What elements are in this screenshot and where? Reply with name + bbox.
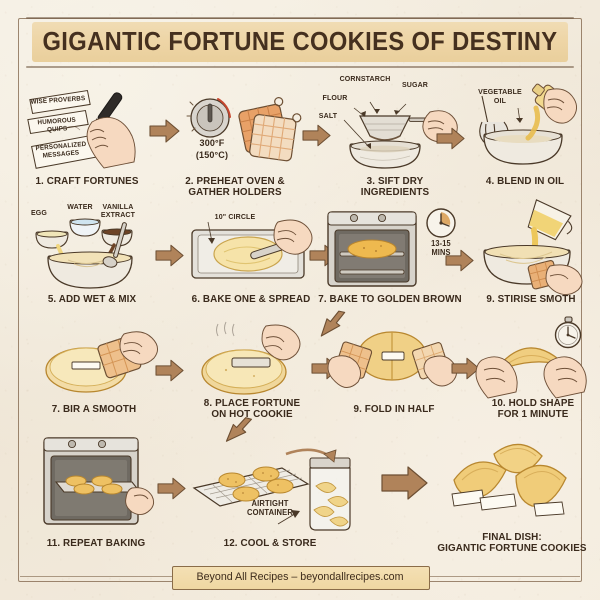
- caption-step-10-line2: FOR 1 MINUTE: [497, 408, 569, 420]
- step-7-illustration: [324, 208, 424, 290]
- caption-step-5: 5. ADD WET & MIX: [47, 293, 137, 305]
- stopwatch-icon: [552, 316, 584, 350]
- timer-clock-icon: [424, 206, 458, 240]
- step-2-illustration: [180, 90, 310, 170]
- caption-step-3-line2: INGREDIENTS: [360, 186, 430, 198]
- step-7b-illustration: [28, 326, 158, 402]
- caption-step-11: 11. REPEAT BAKING: [46, 537, 146, 549]
- label-temperature-c: (150°C): [195, 150, 229, 161]
- label-sugar: SUGAR: [401, 80, 429, 89]
- arrow-2-to-3: [302, 124, 331, 147]
- arrow-1-to-2: [149, 119, 180, 143]
- arrow-row3-to-row4: [212, 414, 253, 448]
- caption-step-10-line1: 10. HOLD SHAPE: [491, 397, 575, 409]
- arrow-12-to-final: [381, 466, 428, 500]
- label-oil: OIL: [493, 96, 507, 105]
- caption-step-1: 1. CRAFT FORTUNES: [35, 175, 139, 187]
- caption-step-7b: 7. BIR A SMOOTH: [51, 403, 137, 415]
- caption-step-2-line1: 2. PREHEAT OVEN &: [185, 175, 285, 187]
- caption-step-6: 6. BAKE ONE & SPREAD: [191, 293, 311, 305]
- label-salt: SALT: [318, 111, 338, 120]
- step-1-illustration: [26, 88, 146, 170]
- caption-step-2-line2: GATHER HOLDERS: [188, 186, 282, 198]
- step-5-illustration: [26, 204, 156, 290]
- label-flour: FLOUR: [322, 93, 348, 102]
- caption-step-8-line1: 8. PLACE FORTUNE: [203, 397, 301, 409]
- label-water: WATER: [67, 202, 93, 211]
- caption-step-12: 12. COOL & STORE: [223, 537, 317, 549]
- step-11-illustration: [40, 434, 155, 528]
- final-dish-illustration: [436, 432, 586, 528]
- step-12-illustration: [186, 440, 356, 534]
- step-10-illustration: [475, 320, 587, 402]
- label-container: CONTAINER: [247, 508, 293, 517]
- caption-step-9b: 9. FOLD IN HALF: [353, 403, 435, 415]
- footer-rule-left: [20, 576, 172, 578]
- footer-rule-right: [428, 576, 580, 578]
- caption-step-8-line2: ON HOT COOKIE: [211, 408, 293, 420]
- label-bake-minutes-unit: MINS: [431, 248, 451, 257]
- arrow-3-to-4: [436, 127, 465, 150]
- title-banner: [26, 17, 574, 68]
- caption-step-7: 7. BAKE TO GOLDEN BROWN: [318, 293, 462, 305]
- label-airtight: AIRTIGHT: [251, 499, 289, 508]
- step-4-illustration: [462, 83, 582, 172]
- footer-credit: Beyond All Recipes – beyondallrecipes.co…: [196, 571, 404, 583]
- arrow-7b-to-8: [155, 359, 184, 382]
- caption-step-3-line1: 3. SIFT DRY: [366, 175, 424, 187]
- arrow-9b-to-10: [451, 357, 480, 380]
- label-extract: EXTRACT: [100, 210, 136, 219]
- caption-final-line2: GIGANTIC FORTUNE COOKIES: [437, 542, 587, 554]
- page-title: GIGANTIC FORTUNE COOKIES OF DESTINY: [42, 27, 558, 56]
- label-vegetable: VEGETABLE: [478, 87, 522, 96]
- arrow-11-to-12: [157, 477, 186, 500]
- caption-step-9a: 9. STIRISE SMOTH: [486, 293, 576, 305]
- step-8-illustration: [188, 320, 318, 404]
- caption-step-4: 4. BLEND IN OIL: [485, 175, 565, 187]
- label-egg: EGG: [30, 208, 48, 217]
- step-9a-illustration: [472, 199, 588, 296]
- label-10-inch-circle: 10" CIRCLE: [214, 212, 256, 221]
- step-6-illustration: [186, 212, 316, 290]
- step-3-illustration: [330, 100, 460, 172]
- label-bake-minutes-value: 13-15: [431, 239, 451, 248]
- arrow-row2-to-row3: [306, 308, 346, 342]
- label-cornstarch: CORNSTARCH: [339, 74, 391, 83]
- label-temperature-f: 300°F: [199, 138, 225, 149]
- step-9b-illustration: [327, 322, 458, 402]
- arrow-7-to-9a: [445, 249, 474, 272]
- caption-final-line1: FINAL DISH:: [482, 531, 542, 543]
- label-vanilla: VANILLA: [102, 202, 134, 211]
- footer-banner: [172, 566, 430, 590]
- arrow-5-to-6: [155, 244, 184, 267]
